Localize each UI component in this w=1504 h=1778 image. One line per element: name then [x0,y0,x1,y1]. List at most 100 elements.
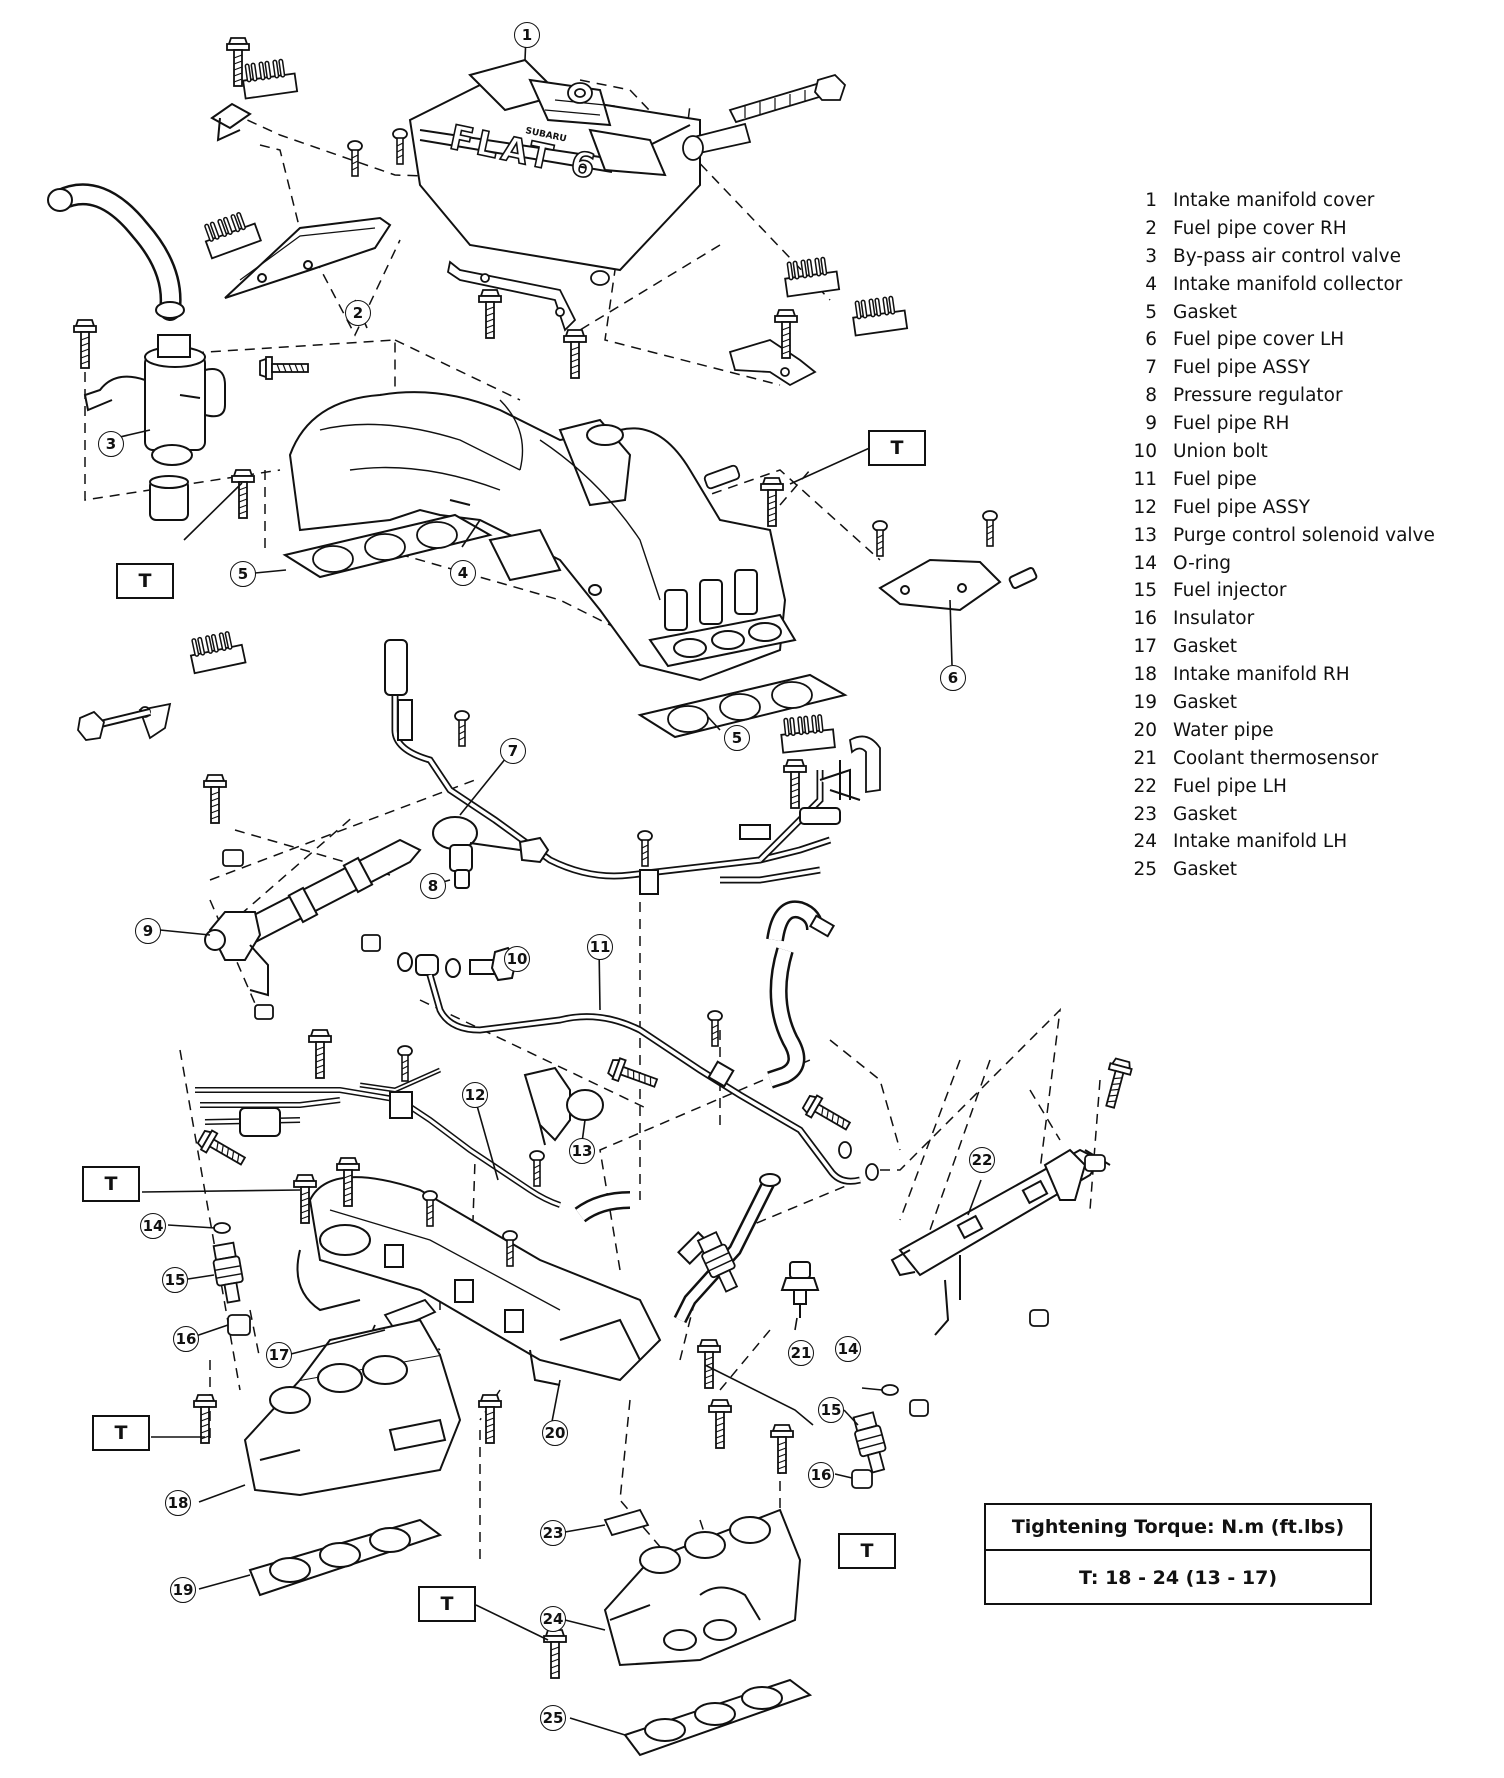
callout-11: 11 [587,934,613,960]
callout-15-right: 15 [818,1397,844,1423]
o-ring-14-left [213,1222,231,1234]
cover-bracket [446,260,577,332]
callout-22: 22 [969,1147,995,1173]
callout-16-left: 16 [173,1326,199,1352]
bolt-manifold-lh-b [770,1424,794,1474]
cover-bolt-a [478,289,502,339]
intake-manifold-collector [288,391,797,682]
torque-marker-manifold-rh: T [92,1415,150,1451]
fuel-pipe-assy-upper [384,639,861,895]
clip-fuel-pipe [780,715,835,752]
intake-manifold-cover: SUBARU FLAT 6 [408,58,701,272]
screw-fuel-pipe-12 [397,1045,413,1082]
fuel-pipe-rh [204,838,422,997]
callout-8: 8 [420,873,446,899]
fuel-pipe-cover-rh [210,102,392,299]
bolt-fuel-pipe-c [783,759,807,809]
callout-21: 21 [788,1340,814,1366]
torque-marker-manifold-lh: T [838,1533,896,1569]
clip-cover-rh [201,210,261,258]
bolt-fuel-pipe-11 [799,1091,855,1137]
torque-table-header: Tightening Torque: N.m (ft.lbs) [986,1505,1370,1551]
insulator-22c [909,1399,929,1417]
insulator-22a [1084,1154,1106,1172]
screw-fuel-pipe-b [637,830,653,867]
gasket-19 [248,1518,443,1597]
intake-manifold-rh [243,1318,462,1497]
bolt-solenoid [605,1055,661,1095]
bolt-bypass-a [73,319,97,369]
callout-5-lh: 5 [724,725,750,751]
water-outlet-tube [673,1173,781,1324]
bolt-fuel-pipe-12a [308,1029,332,1079]
callout-6: 6 [940,665,966,691]
callout-25: 25 [540,1705,566,1731]
bolt-collector-t [231,469,255,519]
purge-control-solenoid-valve [523,1066,604,1146]
fuel-injector-15-left [209,1241,248,1305]
coolant-thermosensor [780,1261,820,1318]
callout-14-left: 14 [140,1213,166,1239]
bolt-collector-lh-t [760,477,784,527]
insulator-16-right [851,1469,873,1489]
callout-14-right: 14 [835,1336,861,1362]
callout-7: 7 [500,738,526,764]
bypass-air-control-valve [47,183,226,521]
insulator-22b [1029,1309,1049,1327]
insulator-16-left [227,1314,251,1336]
left-clip-bracket [77,702,172,741]
union-bolt [397,946,518,982]
bolt-fuel-pipe-lh [1098,1056,1135,1111]
torque-marker-water-pipe: T [82,1166,140,1202]
callout-18: 18 [165,1490,191,1516]
callout-9: 9 [135,918,161,944]
clip-right-b [851,297,907,336]
cover-fasteners [567,73,847,286]
callout-19: 19 [170,1577,196,1603]
clip-right-a [783,258,839,297]
screw-cover-lh-b [982,510,998,547]
screw-fuel-pipe-11 [707,1010,723,1047]
torque-marker-manifold-rh-bottom: T [418,1586,476,1622]
screw-solenoid [529,1150,545,1187]
clip-left [188,631,246,673]
callout-1: 1 [514,22,540,48]
callout-3: 3 [98,431,124,457]
tightening-torque-table: Tightening Torque: N.m (ft.lbs) T: 18 - … [984,1503,1372,1605]
screw-fuel-pipe-a [454,710,470,747]
cover-bracket-lh [728,339,817,387]
torque-marker-collector-lh: T [868,430,926,466]
screw-cover-lh-a [872,520,888,557]
callout-16-right: 16 [808,1462,834,1488]
bolt-clip-top [226,37,250,87]
fuel-pipe-11 [426,974,861,1185]
callout-12: 12 [462,1082,488,1108]
o-ring-14-right [881,1384,899,1396]
bolt-manifold-rh-b [478,1394,502,1444]
callout-24: 24 [540,1606,566,1632]
insulator-9b [361,934,381,952]
callout-4: 4 [450,560,476,586]
pipe-clamp-right [849,735,881,794]
gasket-23 [603,1508,650,1537]
water-pipe [296,1176,662,1386]
